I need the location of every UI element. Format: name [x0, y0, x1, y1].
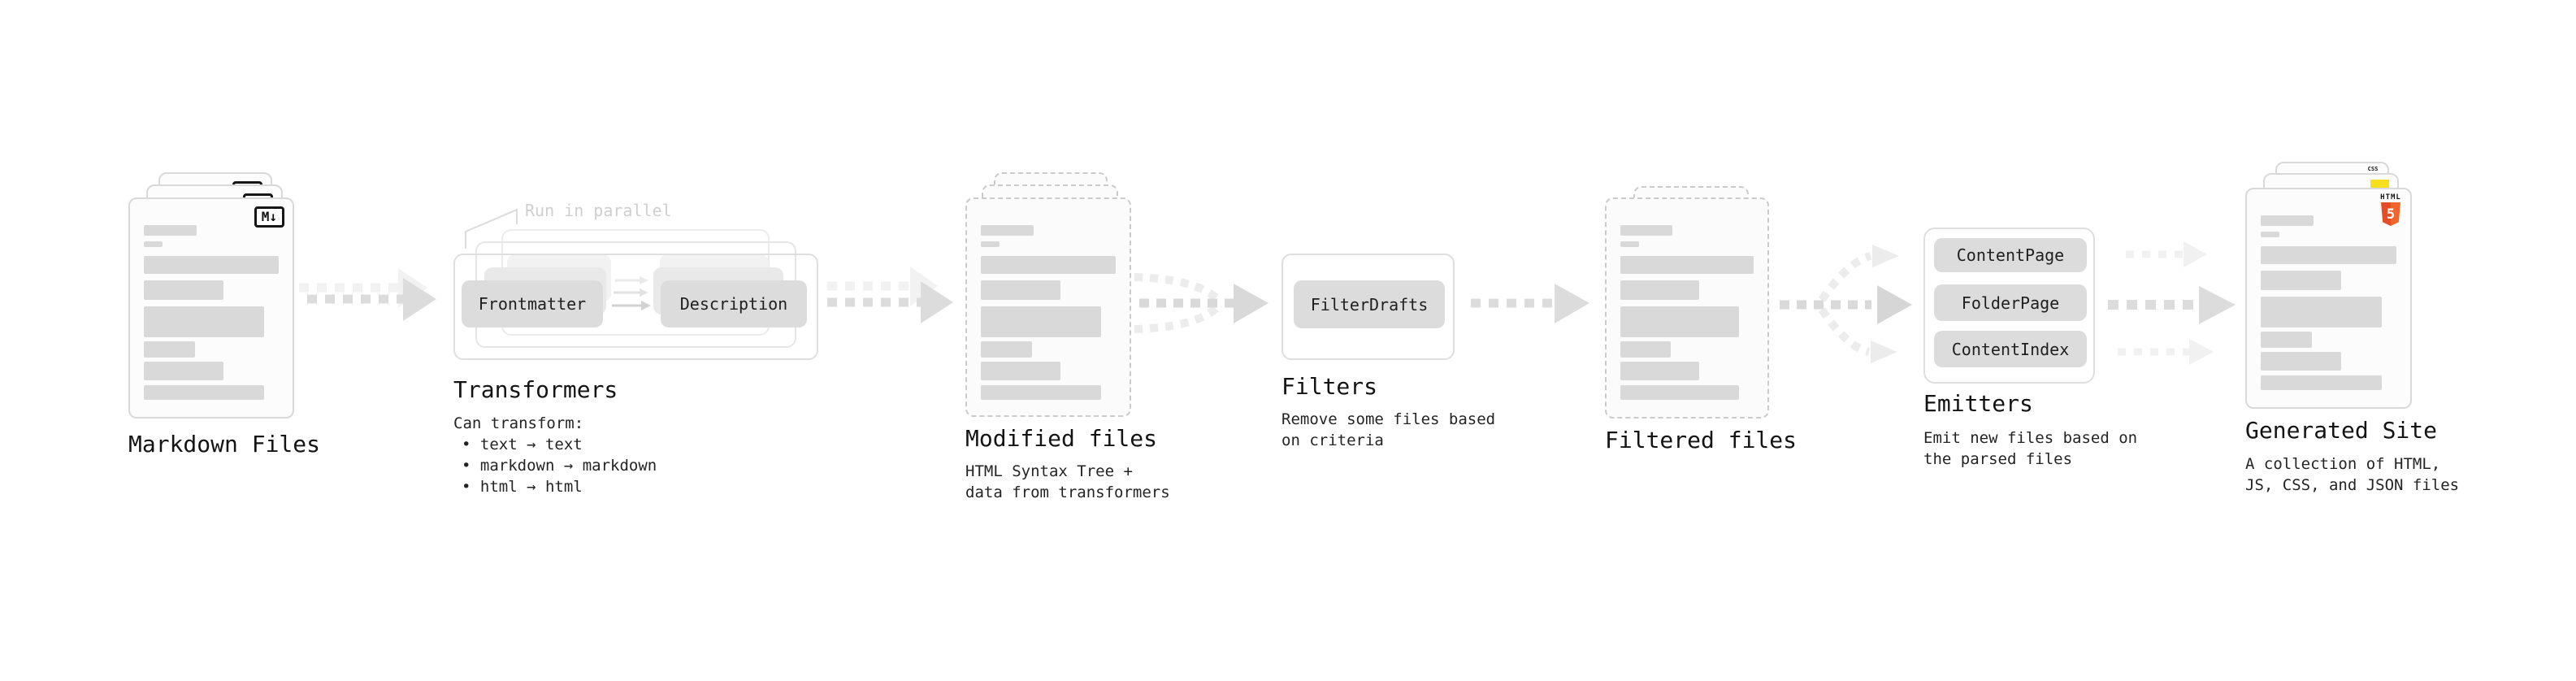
- css-icon-text: CSS: [2367, 166, 2379, 172]
- skeleton-bar: [1620, 306, 1739, 337]
- transform-bullet: • html → html: [462, 478, 583, 496]
- transform-bullet: • text → text: [462, 436, 583, 453]
- skeleton-bar: [2261, 297, 2382, 327]
- html5-number: 5: [2386, 206, 2396, 223]
- modified-file-card-front: [965, 197, 1131, 417]
- skeleton-bar: [2261, 215, 2314, 226]
- arrow-markdown-to-transformers: [299, 268, 436, 321]
- html5-icon: HTML 5: [2379, 194, 2402, 226]
- modified-files-label: Modified files: [965, 425, 1158, 452]
- contentindex-pill: ContentIndex: [1934, 331, 2087, 367]
- arrow-modified-to-filters-converge: [1134, 273, 1268, 333]
- desc-line: the parsed files: [1923, 450, 2073, 468]
- skeleton-bar: [144, 280, 223, 300]
- skeleton-bar: [981, 362, 1060, 380]
- skeleton-bar: [1620, 225, 1672, 236]
- skeleton-bar: [2261, 375, 2382, 390]
- skeleton-bar: [144, 241, 163, 247]
- markdown-file-card-front: M↓: [128, 197, 294, 419]
- transformers-desc-title: Can transform:: [453, 414, 584, 432]
- desc-line: Remove some files based: [1281, 410, 1496, 428]
- skeleton-bar: [144, 306, 264, 337]
- filters-description: Remove some files based on criteria: [1281, 409, 1495, 451]
- document-skeleton: [2261, 215, 2396, 390]
- document-skeleton: [981, 225, 1116, 400]
- markdown-icon: M↓: [254, 206, 284, 228]
- skeleton-bar: [981, 341, 1033, 358]
- desc-line: JS, CSS, and JSON files: [2245, 476, 2460, 494]
- contentpage-pill: ContentPage: [1934, 238, 2087, 272]
- skeleton-bar: [1620, 280, 1699, 300]
- skeleton-bar: [1620, 241, 1639, 247]
- filters-label: Filters: [1281, 373, 1378, 400]
- arrow-filtered-to-emitters-diverge: [1780, 245, 1912, 363]
- generated-site-description: A collection of HTML, JS, CSS, and JSON …: [2245, 453, 2459, 496]
- skeleton-bar: [2261, 352, 2341, 371]
- desc-line: on criteria: [1281, 432, 1384, 449]
- skeleton-bar: [1620, 385, 1739, 400]
- arrows-emitters-to-generated: [2108, 241, 2236, 365]
- skeleton-bar: [144, 256, 279, 274]
- html5-shield: 5: [2381, 202, 2400, 226]
- emitters-description: Emit new files based on the parsed files: [1923, 427, 2137, 470]
- generated-site-label: Generated Site: [2245, 417, 2438, 444]
- desc-line: HTML Syntax Tree +: [965, 462, 1133, 480]
- skeleton-bar: [144, 341, 196, 358]
- js-icon: [2370, 180, 2389, 189]
- transformers-label: Transformers: [453, 376, 618, 403]
- transform-bullet: • markdown → markdown: [462, 457, 657, 475]
- skeleton-bar: [1620, 341, 1672, 358]
- emitters-label: Emitters: [1923, 390, 2033, 417]
- arrow-filters-to-filtered: [1471, 284, 1589, 323]
- skeleton-bar: [981, 241, 1000, 247]
- filtered-file-card-front: [1605, 197, 1769, 419]
- run-in-parallel-callout: Run in parallel: [525, 201, 672, 220]
- skeleton-bar: [144, 385, 264, 400]
- skeleton-bar: [144, 362, 223, 380]
- skeleton-bar: [981, 280, 1060, 300]
- transformer-layer-front: [453, 254, 818, 360]
- transformers-description: Can transform: • text → text • markdown …: [453, 413, 657, 497]
- markdown-files-label: Markdown Files: [128, 431, 321, 458]
- skeleton-bar: [2261, 332, 2313, 348]
- skeleton-bar: [1620, 362, 1699, 380]
- folderpage-pill: FolderPage: [1934, 284, 2087, 321]
- document-skeleton: [144, 225, 279, 400]
- generated-file-card-front: HTML 5: [2245, 188, 2412, 409]
- html5-icon-text: HTML: [2380, 193, 2401, 202]
- arrow-transformers-to-modified: [827, 267, 953, 323]
- skeleton-bar: [981, 385, 1101, 400]
- skeleton-bar: [981, 306, 1101, 337]
- document-skeleton: [1620, 225, 1754, 400]
- frontmatter-pill: Frontmatter: [462, 280, 603, 327]
- desc-line: Emit new files based on: [1923, 429, 2138, 447]
- skeleton-bar: [2261, 271, 2341, 290]
- description-pill: Description: [661, 280, 807, 327]
- modified-files-description: HTML Syntax Tree + data from transformer…: [965, 461, 1170, 503]
- desc-line: A collection of HTML,: [2245, 455, 2441, 473]
- skeleton-bar: [2261, 246, 2396, 264]
- skeleton-bar: [1620, 256, 1754, 274]
- skeleton-bar: [144, 225, 197, 236]
- skeleton-bar: [981, 256, 1116, 274]
- skeleton-bar: [2261, 232, 2280, 237]
- desc-line: data from transformers: [965, 484, 1170, 501]
- filterdrafts-pill: FilterDrafts: [1294, 280, 1445, 328]
- skeleton-bar: [981, 225, 1034, 236]
- filtered-files-label: Filtered files: [1605, 427, 1798, 453]
